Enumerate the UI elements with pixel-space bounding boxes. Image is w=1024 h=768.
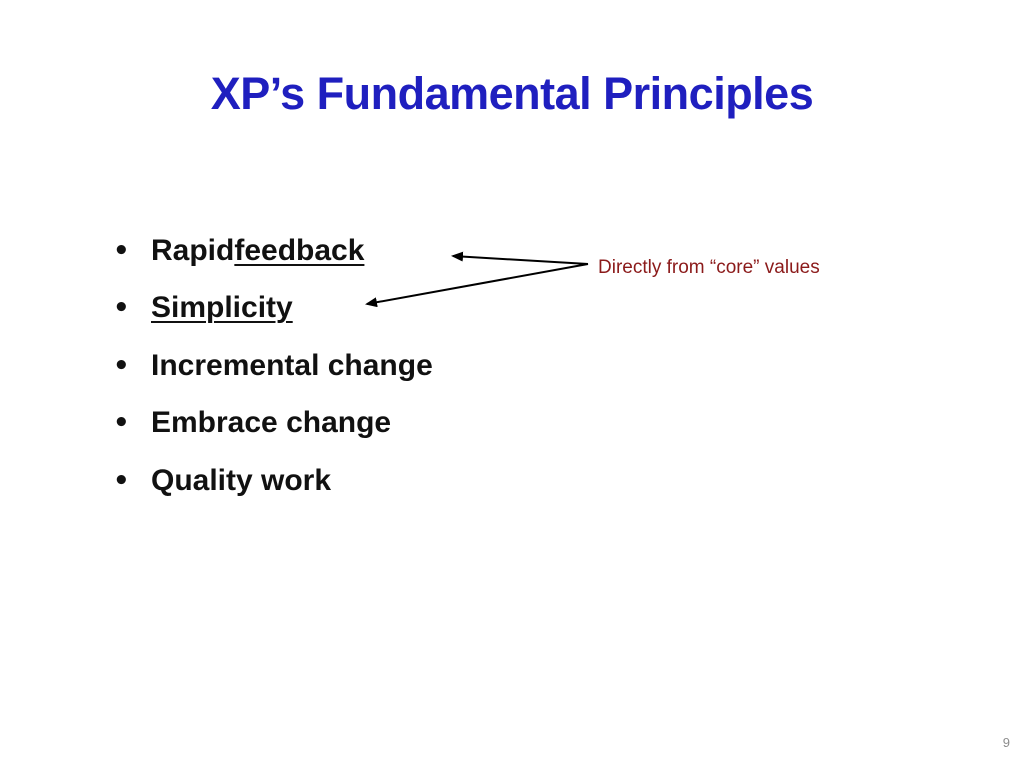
bullet-dot-icon: • [113, 408, 130, 439]
bullet-item-rapid-feedback: • Rapid feedback [113, 222, 433, 280]
bullet-underlined-text: Simplicity [151, 291, 293, 325]
bullet-text: Incremental change [151, 348, 433, 382]
bullet-item-incremental-change: • Incremental change [113, 337, 433, 395]
bullet-text: Embrace change [151, 406, 392, 440]
bullet-list: • Rapid feedback • Simplicity • Incremen… [113, 222, 433, 510]
slide-title: XP’s Fundamental Principles [210, 68, 814, 119]
arrow-to-feedback [451, 251, 589, 265]
page-number: 9 [1002, 735, 1010, 750]
bullet-dot-icon: • [113, 293, 130, 324]
bullet-item-quality-work: • Quality work [113, 452, 433, 510]
bullet-item-embrace-change: • Embrace change [113, 395, 433, 453]
annotation-text: Directly from “core” values [598, 257, 820, 278]
bullet-dot-icon: • [113, 465, 130, 496]
bullet-underlined-text: feedback [234, 233, 365, 267]
bullet-item-simplicity: • Simplicity [113, 280, 433, 338]
bullet-text: Quality work [151, 463, 332, 497]
bullet-dot-icon: • [113, 235, 130, 266]
bullet-dot-icon: • [113, 350, 130, 381]
bullet-text: Rapid [151, 233, 235, 267]
